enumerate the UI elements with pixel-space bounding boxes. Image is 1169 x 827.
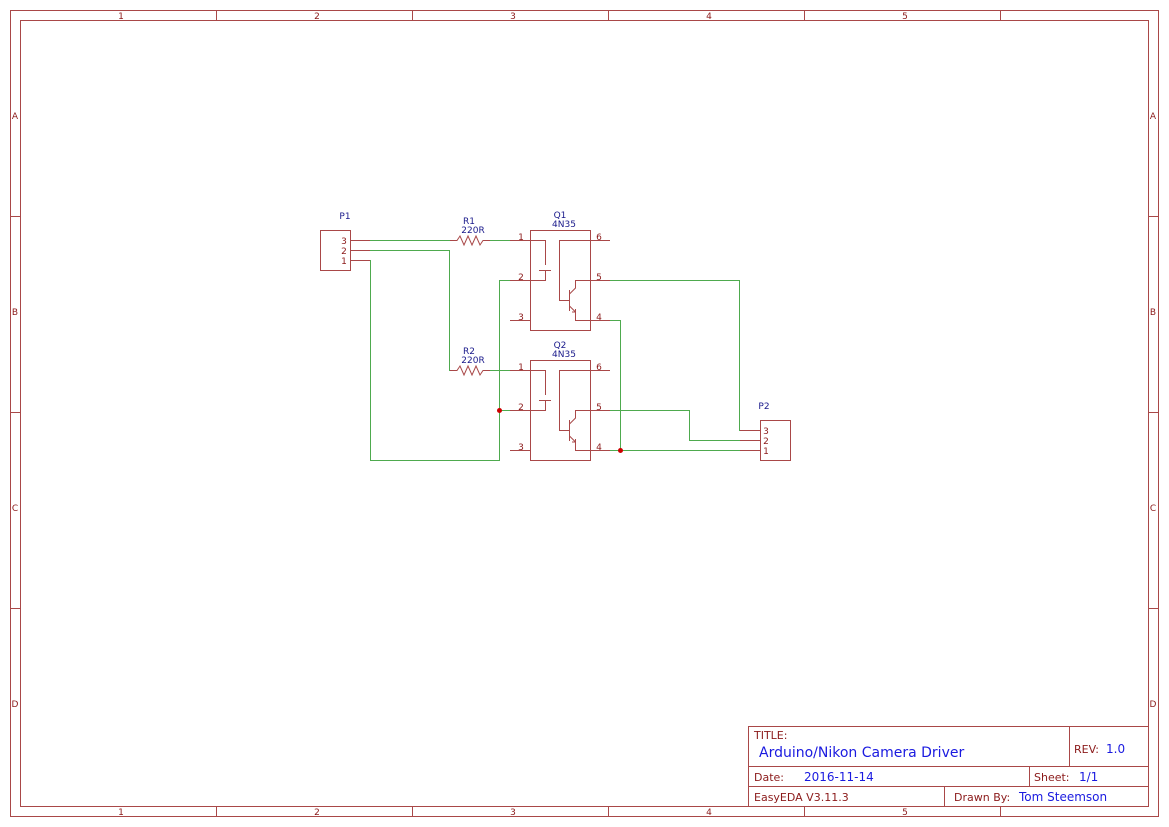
p1-pin-1: 1 — [341, 257, 347, 267]
q2-pin-5: 5 — [596, 403, 602, 413]
zone-col-2-bottom: 2 — [314, 808, 320, 818]
resistor-zigzag-icon — [450, 234, 490, 247]
resistor-r2[interactable]: R2 220R — [450, 347, 490, 377]
q2-pin-2: 2 — [518, 403, 524, 413]
p2-pin-2: 2 — [763, 437, 769, 447]
title-label: TITLE: — [753, 729, 787, 742]
rev-value: 1.0 — [1106, 742, 1125, 756]
q1-pin-5: 5 — [596, 273, 602, 283]
zone-row-a-left: A — [12, 112, 19, 122]
p2-ref: P2 — [758, 402, 769, 412]
q1-ref: Q1 — [554, 211, 567, 221]
drawn-by-value: Tom Steemson — [1018, 790, 1107, 804]
drawn-by-label: Drawn By: — [954, 791, 1010, 804]
date-label: Date: — [754, 771, 784, 784]
title-block: TITLE: Arduino/Nikon Camera Driver REV: … — [748, 726, 1149, 807]
p1-pin-2: 2 — [341, 247, 347, 257]
optocoupler-q2[interactable]: Q2 4N35 1 2 3 4 5 6 — [510, 341, 610, 461]
sheet-label: Sheet: — [1034, 771, 1070, 784]
p1-pin-3: 3 — [341, 237, 347, 247]
q2-ref: Q2 — [554, 341, 567, 351]
zone-col-5-top: 5 — [902, 12, 908, 22]
zone-col-4-bottom: 4 — [706, 808, 712, 818]
q2-value: 4N35 — [552, 350, 576, 360]
resistor-zigzag-icon — [450, 364, 490, 377]
q1-value: 4N35 — [552, 220, 576, 230]
q1-pin-2: 2 — [518, 273, 524, 283]
r2-ref: R2 — [463, 347, 475, 357]
zone-row-b-left: B — [12, 308, 18, 318]
zone-row-d-left: D — [12, 700, 19, 710]
q1-pin-1: 1 — [518, 233, 524, 243]
q2-pin-1: 1 — [518, 363, 524, 373]
zone-col-1-bottom: 1 — [118, 808, 124, 818]
zone-col-3-top: 3 — [510, 12, 516, 22]
date-value: 2016-11-14 — [804, 770, 874, 784]
connector-p2[interactable]: P2 3 2 1 — [740, 402, 791, 461]
q1-pin-6: 6 — [596, 233, 602, 243]
p2-pin-1: 1 — [763, 447, 769, 457]
q1-pin-4: 4 — [596, 313, 602, 323]
zone-row-b-right: B — [1150, 308, 1156, 318]
zone-col-5-bottom: 5 — [902, 808, 908, 818]
junctions — [497, 408, 623, 453]
optocoupler-q1[interactable]: Q1 4N35 1 2 3 4 5 6 — [510, 211, 610, 331]
zone-col-4-top: 4 — [706, 12, 712, 22]
zone-row-c-left: C — [12, 504, 18, 514]
junction-dot — [497, 408, 502, 413]
zone-row-d-right: D — [1150, 700, 1157, 710]
zone-col-2-top: 2 — [314, 12, 320, 22]
p1-ref: P1 — [339, 212, 350, 222]
zone-row-c-right: C — [1150, 504, 1156, 514]
q2-pin-6: 6 — [596, 363, 602, 373]
zone-col-3-bottom: 3 — [510, 808, 516, 818]
sheet-frame: 1 2 3 4 5 1 2 3 4 5 A B C D A B C D — [10, 10, 1159, 818]
resistor-r1[interactable]: R1 220R — [450, 217, 490, 247]
q2-pin-4: 4 — [596, 443, 602, 453]
junction-dot — [618, 448, 623, 453]
r1-value: 220R — [461, 226, 484, 236]
sheet-value: 1/1 — [1079, 770, 1098, 784]
zone-col-1-top: 1 — [118, 12, 124, 22]
q1-pin-3: 3 — [518, 313, 524, 323]
r1-ref: R1 — [463, 217, 475, 227]
p2-pin-3: 3 — [763, 427, 769, 437]
rev-label: REV: — [1074, 743, 1099, 756]
r2-value: 220R — [461, 356, 484, 366]
zone-row-a-right: A — [1150, 112, 1157, 122]
q2-pin-3: 3 — [518, 443, 524, 453]
software-version: EasyEDA V3.11.3 — [754, 791, 849, 804]
title-value: Arduino/Nikon Camera Driver — [759, 745, 964, 761]
connector-p1[interactable]: P1 3 2 1 — [320, 212, 371, 271]
